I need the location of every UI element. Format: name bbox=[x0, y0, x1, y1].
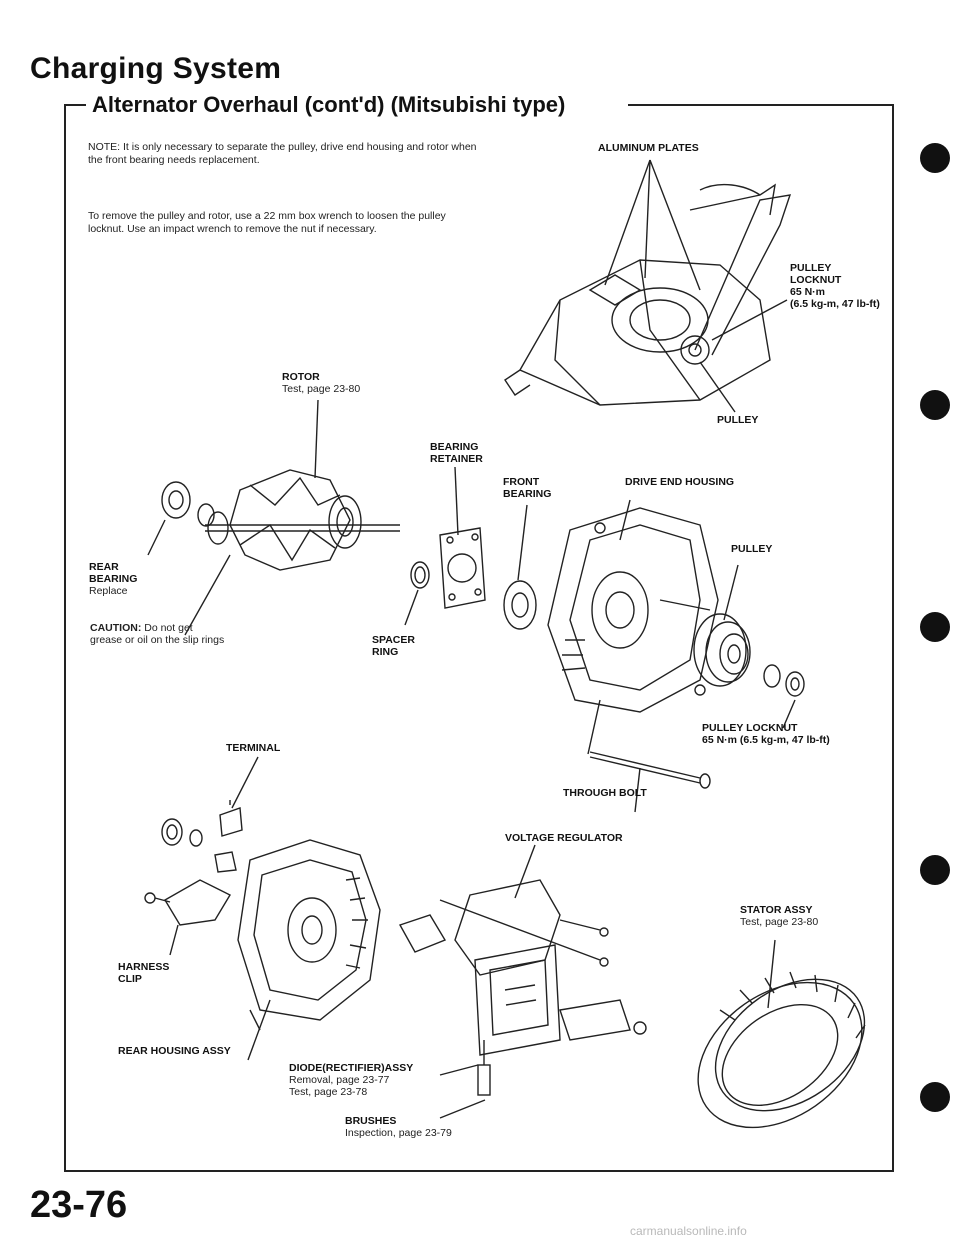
binder-hole-icon bbox=[920, 143, 950, 173]
frame-top-left-rule bbox=[64, 104, 86, 106]
leader-line bbox=[649, 159, 701, 291]
leader-line bbox=[782, 699, 796, 729]
label-diode-removal: Removal, page 23-77 bbox=[289, 1074, 390, 1086]
rear-housing-illustration bbox=[237, 839, 381, 1021]
bolt-line bbox=[659, 599, 711, 611]
label-front-bearing: FRONT BEARING bbox=[503, 476, 552, 500]
spacer-ring-illustration bbox=[410, 561, 430, 589]
label-harness-clip: HARNESS CLIP bbox=[118, 961, 170, 985]
leader-line bbox=[604, 159, 651, 286]
label-brushes: BRUSHES bbox=[345, 1115, 397, 1127]
label-bearing-retainer: BEARING RETAINER bbox=[430, 441, 483, 465]
content-frame bbox=[64, 104, 894, 1172]
label-through-bolt: THROUGH BOLT bbox=[563, 787, 647, 799]
leader-line bbox=[514, 844, 536, 899]
note-separate-pulley: NOTE: It is only necessary to separate t… bbox=[88, 141, 477, 166]
leader-line bbox=[147, 519, 166, 556]
label-brushes-inspection: Inspection, page 23-79 bbox=[345, 1127, 452, 1139]
label-rotor: ROTOR bbox=[282, 371, 320, 383]
label-rear-bearing-note: Replace bbox=[89, 585, 128, 597]
label-pulley-mid: PULLEY bbox=[731, 543, 773, 555]
leader-line bbox=[517, 504, 528, 581]
label-stator-test: Test, page 23-80 bbox=[740, 916, 819, 928]
harness-clip-illustration bbox=[144, 879, 231, 926]
caution-label: CAUTION: bbox=[90, 622, 142, 634]
leader-line bbox=[439, 1064, 479, 1076]
label-terminal: TERMINAL bbox=[226, 742, 281, 754]
leader-line bbox=[619, 499, 631, 541]
leader-line bbox=[699, 361, 736, 413]
leader-line bbox=[169, 924, 179, 956]
label-diode-assy: DIODE(RECTIFIER)ASSY bbox=[289, 1062, 414, 1074]
label-rotor-test: Test, page 23-80 bbox=[282, 383, 361, 395]
leader-line bbox=[404, 589, 419, 626]
note-remove-pulley: To remove the pulley and rotor, use a 22… bbox=[88, 210, 446, 235]
label-pulley-locknut-mid: PULLEY LOCKNUT 65 N·m (6.5 kg-m, 47 lb-f… bbox=[702, 722, 830, 746]
section-subtitle: Alternator Overhaul (cont'd) (Mitsubishi… bbox=[92, 92, 574, 118]
caution-note: CAUTION: Do not get grease or oil on the… bbox=[90, 622, 224, 646]
voltage-regulator-illustration bbox=[398, 879, 647, 1096]
leader-line bbox=[711, 299, 788, 341]
terminal-illustration bbox=[161, 800, 243, 873]
rotor-illustration bbox=[205, 469, 400, 571]
drive-end-housing-illustration bbox=[547, 507, 719, 713]
pulley-illustration bbox=[693, 613, 805, 697]
stator-illustration bbox=[697, 971, 866, 1129]
binder-hole-icon bbox=[920, 390, 950, 420]
label-voltage-regulator: VOLTAGE REGULATOR bbox=[505, 832, 623, 844]
leader-line bbox=[439, 1099, 486, 1119]
watermark-text: carmanualsonline.info bbox=[630, 1224, 747, 1238]
frame-top-right-rule bbox=[628, 104, 892, 106]
label-pulley-locknut-top: PULLEY LOCKNUT 65 N·m (6.5 kg-m, 47 lb-f… bbox=[790, 262, 880, 310]
binder-hole-icon bbox=[920, 612, 950, 642]
leader-line bbox=[767, 939, 776, 1009]
leader-line bbox=[723, 564, 739, 621]
label-rear-housing-assy: REAR HOUSING ASSY bbox=[118, 1045, 231, 1057]
caution-text: Do not get grease or oil on the slip rin… bbox=[90, 622, 225, 646]
leader-line bbox=[314, 399, 319, 479]
binder-hole-icon bbox=[920, 855, 950, 885]
leader-line bbox=[231, 756, 259, 809]
label-aluminum-plates: ALUMINUM PLATES bbox=[598, 142, 699, 154]
label-pulley-top: PULLEY bbox=[717, 414, 759, 426]
rear-bearing-illustration bbox=[161, 481, 215, 527]
label-spacer-ring: SPACER RING bbox=[372, 634, 415, 658]
label-diode-test: Test, page 23-78 bbox=[289, 1086, 368, 1098]
leader-line bbox=[247, 999, 271, 1061]
page-title: Charging System bbox=[30, 52, 282, 85]
bearing-retainer-illustration bbox=[439, 527, 486, 609]
leader-line bbox=[184, 554, 231, 636]
label-stator-assy: STATOR ASSY bbox=[740, 904, 813, 916]
front-bearing-illustration bbox=[503, 580, 537, 630]
label-rear-bearing: REAR BEARING bbox=[89, 561, 138, 585]
label-drive-end-housing: DRIVE END HOUSING bbox=[625, 476, 735, 488]
binder-hole-icon bbox=[920, 1082, 950, 1112]
leader-line bbox=[454, 466, 459, 536]
leader-line bbox=[249, 1009, 261, 1031]
page-number: 23-76 bbox=[30, 1184, 128, 1226]
vise-wrench-illustration bbox=[504, 183, 792, 406]
through-bolt-illustration bbox=[587, 699, 711, 789]
leader-line bbox=[634, 767, 641, 813]
leader-line bbox=[644, 159, 651, 279]
